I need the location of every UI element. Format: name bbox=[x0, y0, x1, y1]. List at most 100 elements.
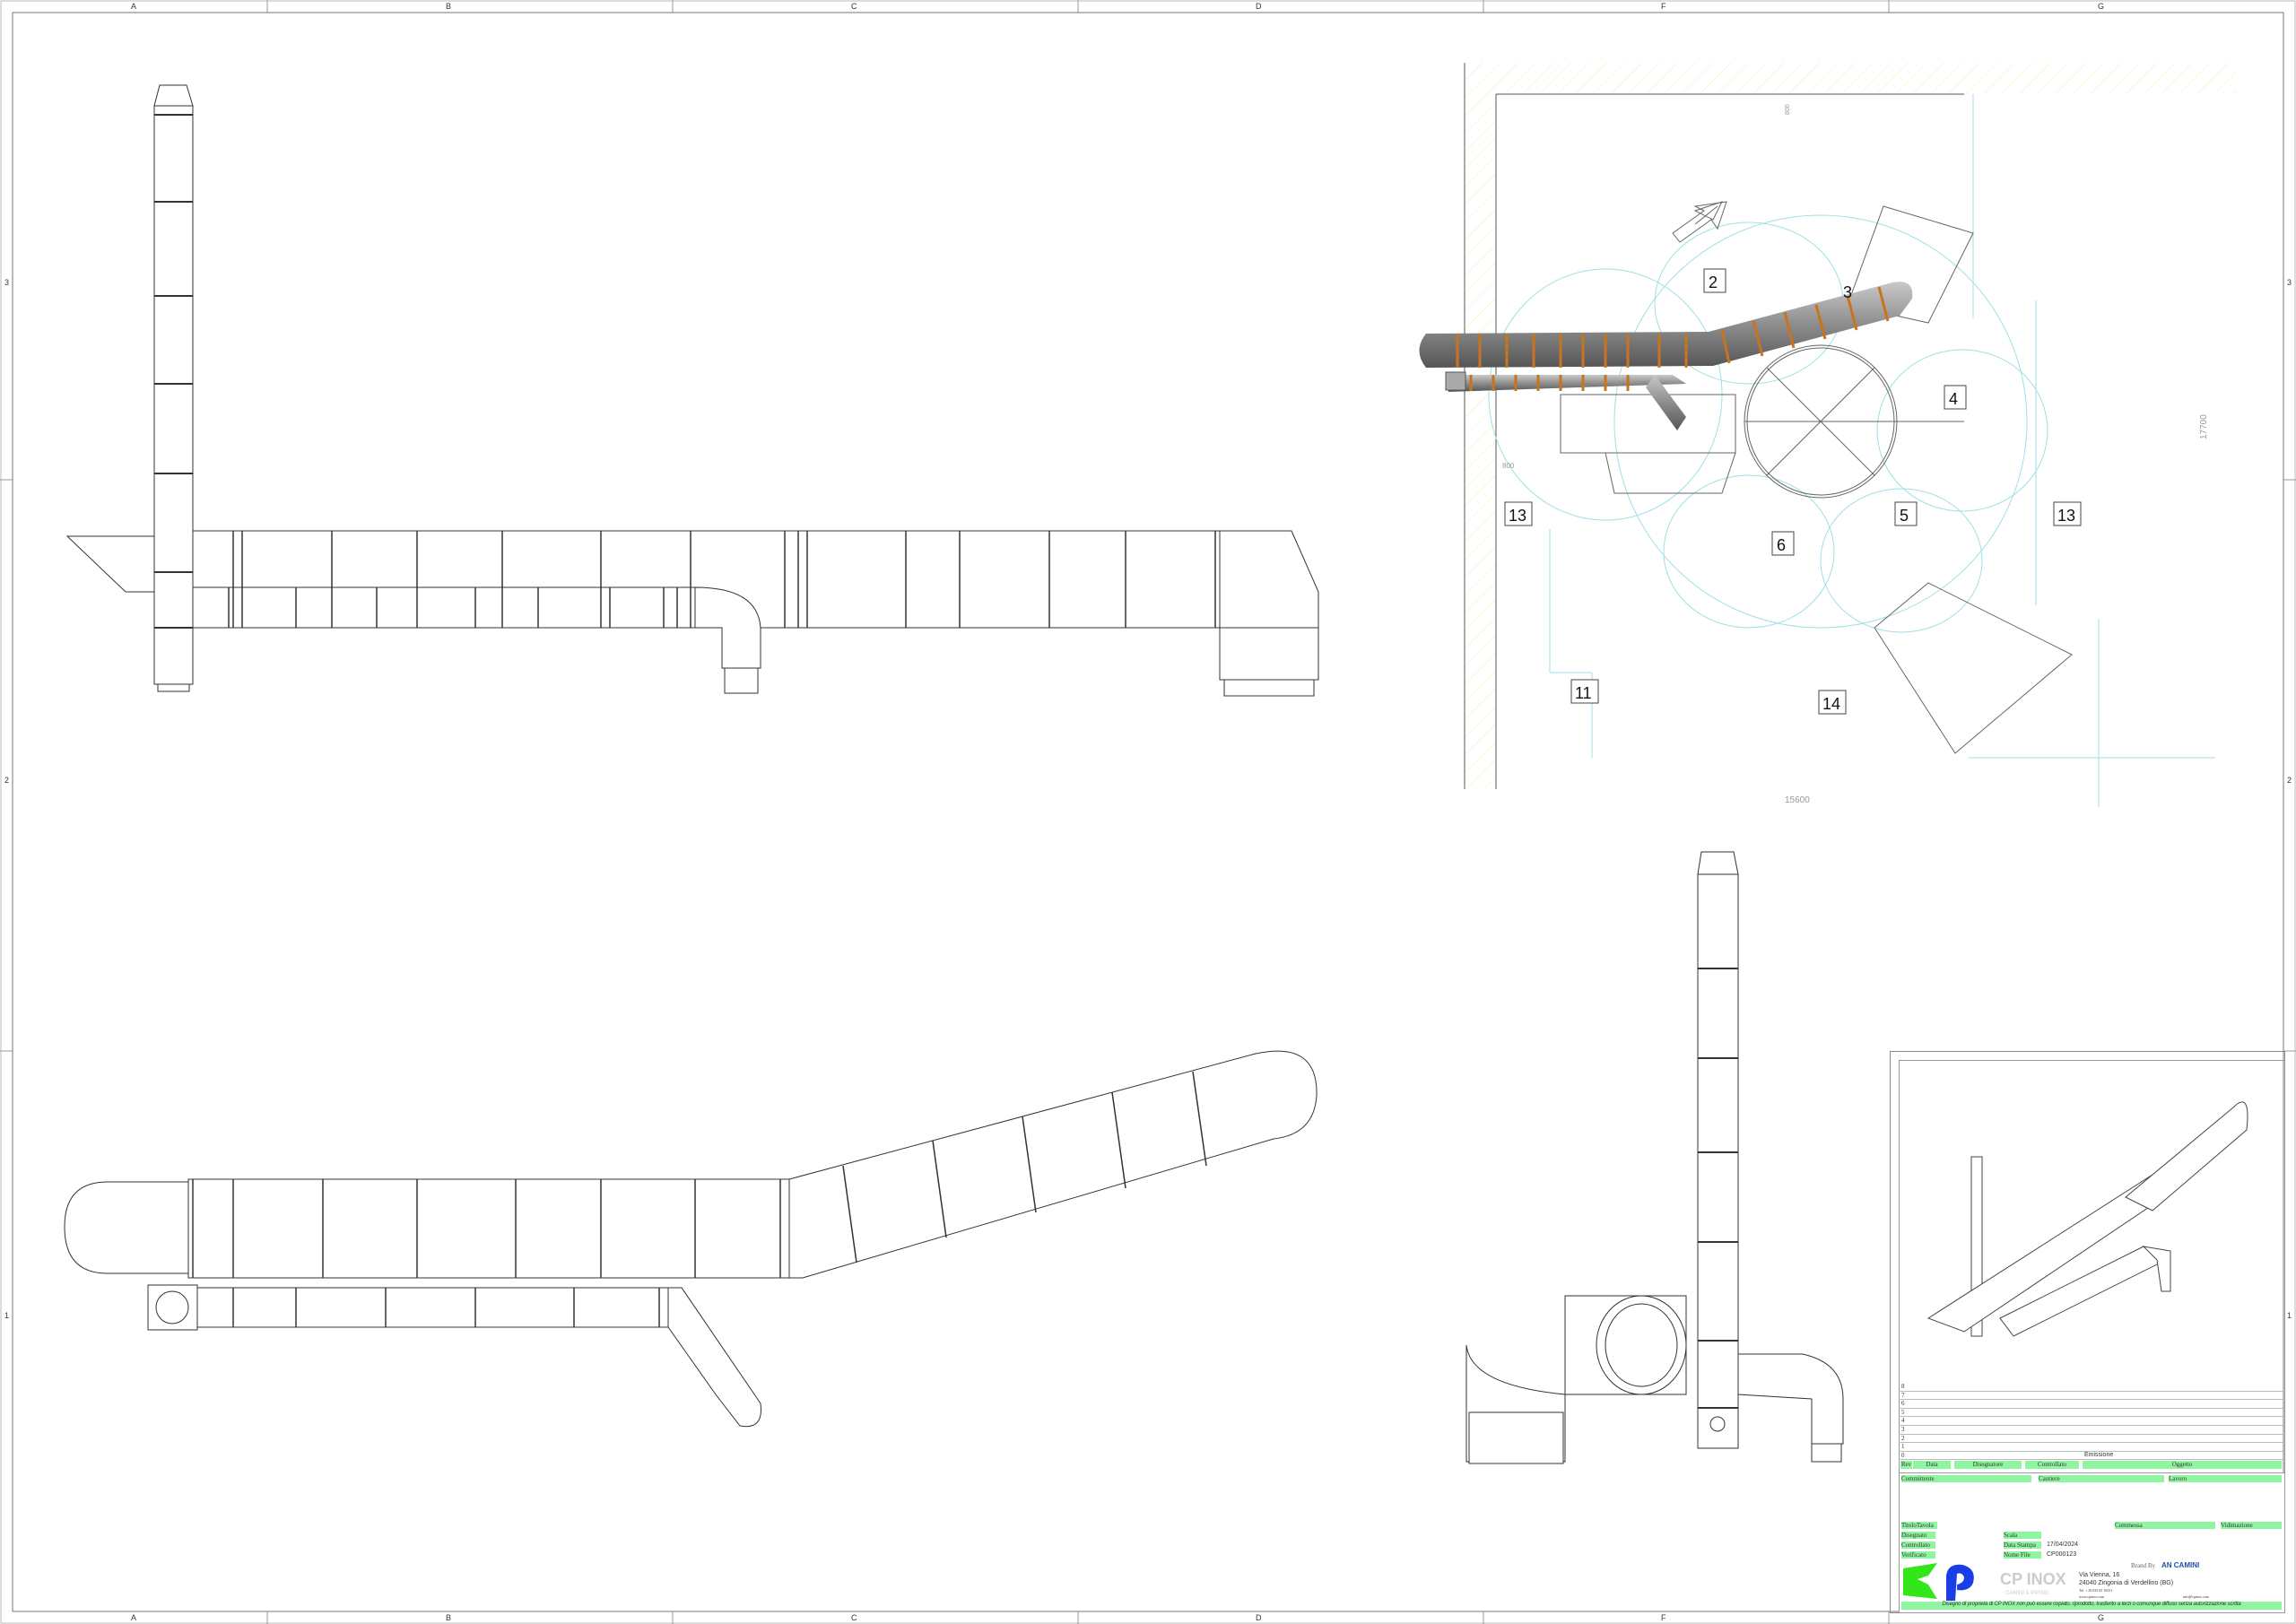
callout-4: 4 bbox=[1949, 390, 1958, 408]
column-label: A bbox=[131, 1613, 137, 1622]
revision-number: 0 bbox=[1901, 1451, 1905, 1459]
revision-number: 3 bbox=[1901, 1426, 1905, 1433]
commessa-label: Commessa bbox=[2115, 1522, 2215, 1529]
support-bracket bbox=[65, 535, 155, 593]
revision-number: 4 bbox=[1901, 1417, 1905, 1425]
revision-object: Emissione bbox=[2084, 1451, 2114, 1458]
pipe-band bbox=[1846, 295, 1858, 331]
disegnato-label: Disegnato bbox=[1901, 1532, 1935, 1539]
duct-band bbox=[1111, 1091, 1126, 1189]
revision-row: 7 bbox=[1899, 1392, 2283, 1401]
revision-header-controllato: Controllato bbox=[2025, 1460, 2079, 1469]
duct-band bbox=[1192, 1071, 1207, 1167]
brand-by: Brand By bbox=[2131, 1562, 2156, 1569]
revision-row: 1 bbox=[1899, 1443, 2283, 1452]
plan-callouts: 2 3 4 5 6 13 13 11 14 15600 17700 800 80… bbox=[1502, 104, 2209, 805]
elevation-view bbox=[65, 84, 1319, 697]
pipe-band bbox=[1752, 320, 1764, 357]
pipe-band bbox=[1814, 304, 1827, 340]
pipe-band bbox=[1783, 311, 1796, 349]
revision-row: 8 bbox=[1899, 1383, 2283, 1392]
vidimazione-label: Vidimazione bbox=[2221, 1522, 2282, 1529]
revision-header-rev: Rev bbox=[1900, 1460, 1912, 1469]
callout-5: 5 bbox=[1900, 507, 1909, 525]
row-label: 1 bbox=[2287, 1311, 2292, 1320]
cp-inox-logo-text: CP INOX bbox=[2000, 1570, 2066, 1588]
row-label: 1 bbox=[4, 1311, 10, 1320]
row-label: 2 bbox=[2287, 776, 2292, 785]
address-line-1: Via Vienna, 16 bbox=[2079, 1572, 2120, 1578]
callout-11: 11 bbox=[1575, 684, 1592, 702]
dimension-offset-left: 800 bbox=[1502, 462, 1515, 470]
telephone: Tel. + 39 035 05 10531 bbox=[2079, 1588, 2113, 1593]
duct-band bbox=[932, 1140, 947, 1238]
isometric-view bbox=[1926, 1101, 2248, 1337]
column-label: G bbox=[2098, 2, 2105, 11]
revision-header-disegnatore: Disegnatore bbox=[1954, 1460, 2022, 1469]
revision-row: 5 bbox=[1899, 1409, 2283, 1418]
revision-number: 7 bbox=[1901, 1391, 1905, 1399]
side-elevation-view bbox=[1465, 851, 1844, 1464]
row-label: 2 bbox=[4, 776, 10, 785]
data-stampa-value: 17/04/2024 bbox=[2047, 1541, 2079, 1548]
cp-logo bbox=[1901, 1561, 2000, 1601]
logo-tagline: CAMINI & PIPING bbox=[2005, 1591, 2049, 1596]
title-info: Committente Cantiere Lavoro TitoloTavola… bbox=[1899, 1472, 2285, 1613]
cantiere-label: Cantiere bbox=[2039, 1475, 2164, 1482]
callout-2: 2 bbox=[1709, 274, 1718, 291]
chimney-stack bbox=[153, 105, 194, 685]
nome-file-label: Nome File bbox=[2004, 1551, 2041, 1559]
verificato-label: Verificato bbox=[1901, 1551, 1935, 1559]
nome-file-value: CP000123 bbox=[2047, 1551, 2077, 1558]
duct-band bbox=[1022, 1116, 1037, 1213]
chimney-stack-side bbox=[1697, 873, 1739, 1449]
column-label: D bbox=[1256, 1613, 1262, 1622]
direction-arrow bbox=[1672, 201, 1727, 243]
pipe-main bbox=[1419, 282, 1913, 430]
revision-number: 8 bbox=[1901, 1383, 1905, 1390]
email-link[interactable]: info@cpinox.com bbox=[2183, 1594, 2209, 1599]
duct-plan-view bbox=[64, 1050, 1318, 1428]
column-label: B bbox=[446, 2, 452, 11]
lavoro-label: Lavoro bbox=[2169, 1475, 2282, 1482]
controllato-label: Controllato bbox=[1901, 1541, 1935, 1549]
an-camini-brand: AN CAMINI bbox=[2161, 1561, 2200, 1569]
revision-header-data: Data bbox=[1913, 1460, 1951, 1469]
revision-number: 6 bbox=[1901, 1400, 1905, 1408]
scala-label: Scala bbox=[2004, 1532, 2041, 1539]
disclaimer: Disegno di proprietà di CP INOX non può … bbox=[1901, 1602, 2282, 1610]
callout-6: 6 bbox=[1777, 536, 1786, 554]
dimension-offset-top: 800 bbox=[1785, 104, 1791, 115]
row-label: 3 bbox=[4, 278, 10, 287]
secondary-duct bbox=[192, 586, 696, 629]
revision-header-oggetto: Oggetto bbox=[2083, 1460, 2282, 1469]
row-label: 3 bbox=[2287, 278, 2292, 287]
website-link[interactable]: www.cpinox.com bbox=[2079, 1594, 2105, 1599]
revision-number: 5 bbox=[1901, 1408, 1905, 1416]
column-label: A bbox=[131, 2, 137, 11]
callout-14: 14 bbox=[1822, 695, 1840, 713]
pipe-band bbox=[1720, 328, 1731, 364]
address-line-2: 24040 Zingonia di Verdellino (BG) bbox=[2079, 1580, 2174, 1586]
column-label: D bbox=[1256, 2, 1262, 11]
column-label: G bbox=[2098, 1613, 2105, 1622]
callout-13-left: 13 bbox=[1509, 507, 1526, 525]
column-label: F bbox=[1661, 2, 1666, 11]
column-label: C bbox=[851, 1613, 857, 1622]
revision-row: 3 bbox=[1899, 1426, 2283, 1435]
dimension-height: 17700 bbox=[2199, 414, 2209, 439]
committente-label: Committente bbox=[1901, 1475, 2031, 1482]
duct-band bbox=[842, 1165, 857, 1264]
plan-view bbox=[1419, 63, 2236, 807]
revision-number: 1 bbox=[1901, 1443, 1905, 1451]
dimension-width: 15600 bbox=[1785, 795, 1810, 805]
revision-row: 2 bbox=[1899, 1435, 2283, 1444]
titolo-tavola-label: TitoloTavola bbox=[1901, 1522, 1937, 1529]
callout-13-right: 13 bbox=[2057, 507, 2075, 525]
revision-row: 6 bbox=[1899, 1400, 2283, 1409]
callout-3: 3 bbox=[1843, 283, 1852, 301]
column-label: C bbox=[851, 2, 857, 11]
column-label: F bbox=[1661, 1613, 1666, 1622]
